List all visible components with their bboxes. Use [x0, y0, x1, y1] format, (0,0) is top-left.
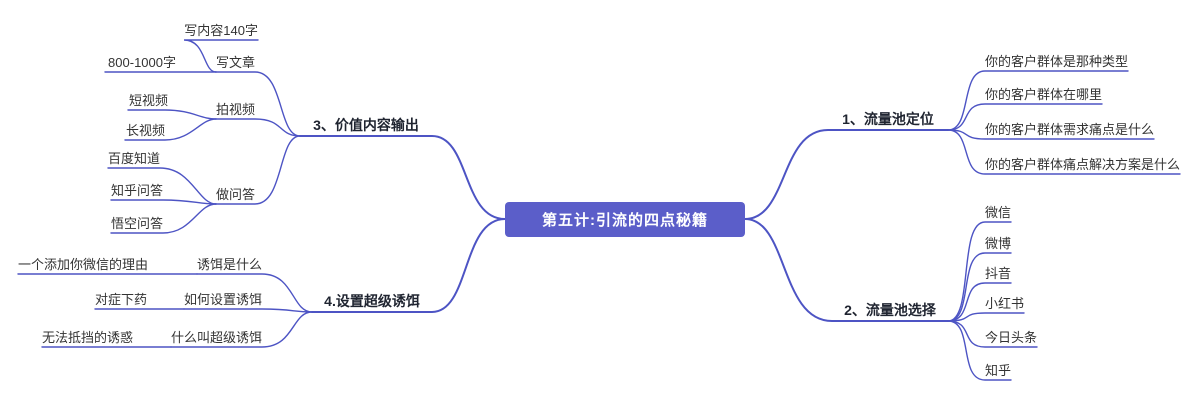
b3-grandchild-0-1[interactable]: 800-1000字 [108, 55, 176, 70]
central-topic[interactable]: 第五计:引流的四点秘籍 [505, 202, 745, 237]
b3-grandchild-2-0[interactable]: 百度知道 [107, 151, 160, 166]
b2-child-5[interactable]: 知乎 [985, 363, 1012, 378]
b2-child-4[interactable]: 今日头条 [985, 330, 1038, 345]
b4-child-1[interactable]: 如何设置诱饵 [183, 292, 262, 307]
b4-grandchild-0-0[interactable]: 一个添加你微信的理由 [17, 257, 148, 272]
b3-grandchild-0-0[interactable]: 写内容140字 [184, 23, 258, 38]
b2-child-0[interactable]: 微信 [985, 205, 1012, 220]
b1-child-1[interactable]: 你的客户群体在哪里 [985, 87, 1103, 102]
b3-grandchild-2-2[interactable]: 悟空问答 [110, 216, 163, 231]
b3-child-1[interactable]: 拍视频 [215, 102, 255, 117]
b1-child-2[interactable]: 你的客户群体需求痛点是什么 [985, 122, 1155, 137]
branch-3-label[interactable]: 3、价值内容输出 [313, 117, 419, 133]
b1-child-3[interactable]: 你的客户群体痛点解决方案是什么 [985, 157, 1181, 172]
b3-child-2[interactable]: 做问答 [215, 187, 255, 202]
b3-grandchild-2-1[interactable]: 知乎问答 [110, 183, 163, 198]
b3-grandchild-1-1[interactable]: 长视频 [125, 123, 165, 138]
b4-child-2[interactable]: 什么叫超级诱饵 [170, 330, 262, 345]
branch-2-label[interactable]: 2、流量池选择 [844, 302, 936, 318]
b4-child-0[interactable]: 诱饵是什么 [196, 257, 262, 272]
branch-4-label[interactable]: 4.设置超级诱饵 [324, 293, 420, 309]
b4-grandchild-2-0[interactable]: 无法抵挡的诱惑 [41, 330, 133, 345]
branch-1-label[interactable]: 1、流量池定位 [842, 111, 934, 127]
b1-child-0[interactable]: 你的客户群体是那种类型 [985, 54, 1129, 69]
b2-child-1[interactable]: 微博 [985, 236, 1012, 251]
b2-child-3[interactable]: 小红书 [985, 296, 1025, 311]
b2-child-2[interactable]: 抖音 [985, 266, 1012, 281]
b3-child-0[interactable]: 写文章 [215, 55, 255, 70]
b3-grandchild-1-0[interactable]: 短视频 [128, 93, 168, 108]
b4-grandchild-1-0[interactable]: 对症下药 [94, 292, 147, 307]
